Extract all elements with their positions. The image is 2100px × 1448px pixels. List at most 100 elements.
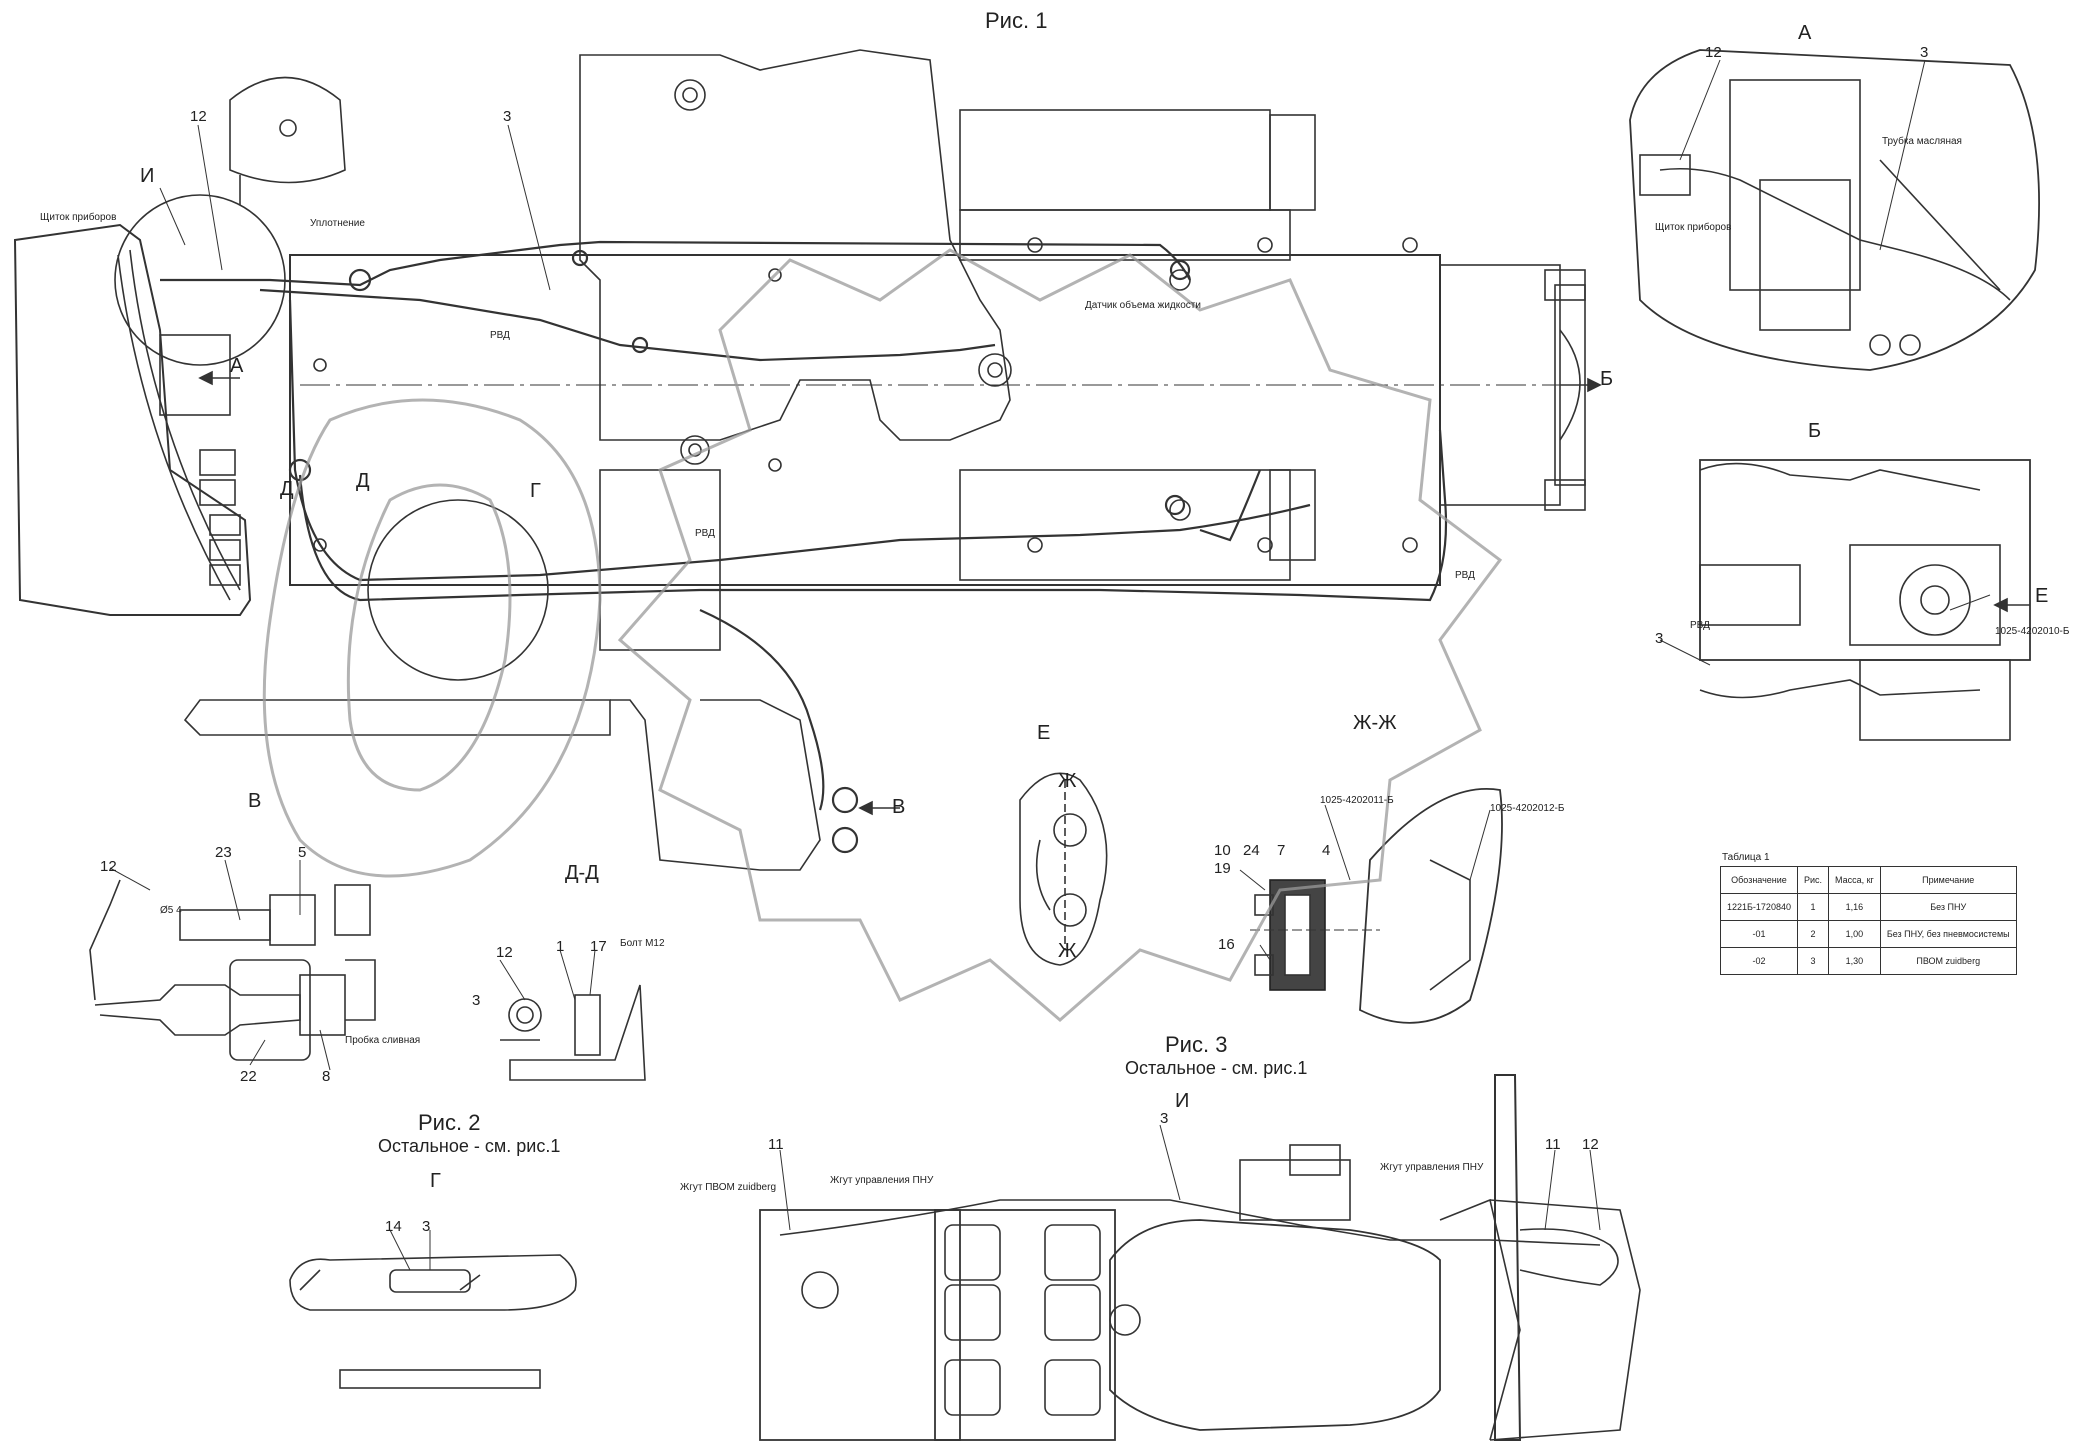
- callout-14: 14: [385, 1218, 402, 1235]
- callout-11-right: 11: [1545, 1136, 1561, 1153]
- section-zhzh-label: Ж-Ж: [1353, 712, 1397, 734]
- note-shield: Щиток приборов: [40, 212, 117, 223]
- table-cell: 1: [1796, 893, 1830, 921]
- table-cell: 1,30: [1828, 947, 1881, 975]
- note-plug-drain: Пробка сливная: [345, 1035, 421, 1046]
- note-bolt: Болт М12: [620, 938, 665, 949]
- instrument-panel: [13, 223, 252, 616]
- table-header: Примечание: [1879, 866, 2017, 894]
- view-arrows: [198, 370, 2030, 816]
- callout-7: 7: [1277, 842, 1286, 859]
- view-e-detail: [1019, 772, 1108, 966]
- view-b-label: Б: [1808, 420, 1822, 442]
- callout-19: 19: [1214, 860, 1231, 877]
- view-a-label: А: [1798, 22, 1812, 44]
- callout-23: 23: [215, 844, 232, 861]
- view-a-detail: [1629, 49, 2040, 371]
- table-row: 1221Б-1720840 1 1,16 Без ПНУ: [1720, 893, 2017, 921]
- note-tube-oil: Трубка масляная: [1882, 136, 1962, 147]
- view-d-label: Д: [280, 478, 294, 500]
- callout-17: 17: [590, 938, 607, 955]
- callout-1: 1: [556, 938, 565, 955]
- parts-table: Обозначение Рис. Масса, кг Примечание 12…: [1720, 866, 2017, 975]
- note-rvd-4: РВД: [1690, 620, 1710, 631]
- table-row: -02 3 1,30 ПВОМ zuidberg: [1720, 947, 2017, 975]
- table-cell: 3: [1796, 947, 1830, 975]
- table-header-row: Обозначение Рис. Масса, кг Примечание: [1720, 866, 2017, 894]
- detail-circle-i: [114, 194, 286, 366]
- callout-8: 8: [322, 1068, 331, 1085]
- lower-shaft: [183, 699, 821, 871]
- callout-3-b: 3: [1655, 630, 1664, 647]
- note-harness-ctrl-2: Жгут управления ПНУ: [1380, 1162, 1484, 1173]
- table-row: -01 2 1,00 Без ПНУ, без пневмосистемы: [1720, 920, 2017, 948]
- table-cell: -02: [1720, 947, 1798, 975]
- detail-circle-g: [367, 499, 549, 681]
- callout-12-v: 12: [100, 858, 117, 875]
- callout-3-main: 3: [503, 108, 512, 125]
- note-thread: Ø5 4: [160, 905, 182, 916]
- table-cell: Без ПНУ: [1879, 893, 2017, 921]
- fig2-note: Остальное - см. рис.1: [378, 1136, 561, 1156]
- note-grommet: Уплотнение: [310, 218, 365, 229]
- callout-4: 4: [1322, 842, 1331, 859]
- view-e-label: Е: [1037, 722, 1051, 744]
- callout-3-g: 3: [422, 1218, 431, 1235]
- fig3-note: Остальное - см. рис.1: [1125, 1058, 1308, 1078]
- harness-lines: [160, 240, 1448, 854]
- fig1-title: Рис. 1: [985, 8, 1048, 33]
- table-cell: -01: [1720, 920, 1798, 948]
- table-header: Обозначение: [1720, 866, 1798, 894]
- fig3-view-i-label: И: [1175, 1090, 1190, 1112]
- callout-12-dd: 12: [496, 944, 513, 961]
- note-press-sensor: Датчик объема жидкости: [1085, 300, 1201, 311]
- table-header: Рис.: [1796, 866, 1830, 894]
- note-part-a: 1025-4202011-Б: [1320, 795, 1394, 806]
- note-part-b: 1025-4202012-Б: [1490, 803, 1565, 814]
- leader-lines: [109, 59, 1991, 1271]
- arrow-d-label: Д: [356, 470, 370, 492]
- table-cell: 1,00: [1828, 920, 1881, 948]
- callout-3-dd: 3: [472, 992, 481, 1009]
- table-caption: Таблица 1: [1722, 852, 1770, 863]
- callout-10: 10: [1214, 842, 1231, 859]
- section-dd-label: Д-Д: [565, 862, 599, 884]
- arrow-e-label: Е: [2035, 585, 2049, 607]
- table-cell: 1221Б-1720840: [1720, 893, 1798, 921]
- table-cell: ПВОМ zuidberg: [1879, 947, 2017, 975]
- table-cell: 1,16: [1828, 893, 1881, 921]
- view-v-label: В: [248, 790, 262, 812]
- callout-24: 24: [1243, 842, 1260, 859]
- callout-11-left: 11: [768, 1136, 784, 1153]
- callout-3-a: 3: [1920, 44, 1929, 61]
- note-shield-a: Щиток приборов: [1655, 222, 1732, 233]
- fig3-title: Рис. 3: [1165, 1032, 1228, 1057]
- arrow-a-label: А: [230, 355, 244, 377]
- note-harness-ctrl-1: Жгут управления ПНУ: [830, 1175, 934, 1186]
- fig2-view-g-label: Г: [430, 1170, 441, 1192]
- zh-mark-top: Ж: [1058, 770, 1077, 792]
- table-header: Масса, кг: [1828, 866, 1881, 894]
- note-part-c: 1025-4202010-Б: [1995, 626, 2070, 637]
- note-rvd-3: РВД: [1455, 570, 1475, 581]
- zh-mark-bottom: Ж: [1058, 940, 1077, 962]
- table-cell: 2: [1796, 920, 1830, 948]
- callout-3-fig3: 3: [1160, 1110, 1169, 1127]
- table-cell: Без ПНУ, без пневмосистемы: [1879, 920, 2017, 948]
- callout-22: 22: [240, 1068, 257, 1085]
- section-dd: [500, 984, 646, 1081]
- callout-12-fig3: 12: [1582, 1136, 1599, 1153]
- callout-12-a: 12: [1705, 44, 1722, 61]
- fig3-assembly: [759, 1074, 1641, 1441]
- note-harness-pvom: Жгут ПВОМ zuidberg: [680, 1182, 777, 1193]
- arrow-v-label: В: [892, 796, 906, 818]
- fig2-view-g: [289, 1254, 577, 1389]
- detail-g-label: Г: [530, 480, 541, 502]
- callout-16: 16: [1218, 936, 1235, 953]
- detail-i-label: И: [140, 165, 155, 187]
- fig2-title: Рис. 2: [418, 1110, 481, 1135]
- note-rvd-2: РВД: [695, 528, 715, 539]
- note-rvd-1: РВД: [490, 330, 510, 341]
- arrow-b-label: Б: [1600, 368, 1614, 390]
